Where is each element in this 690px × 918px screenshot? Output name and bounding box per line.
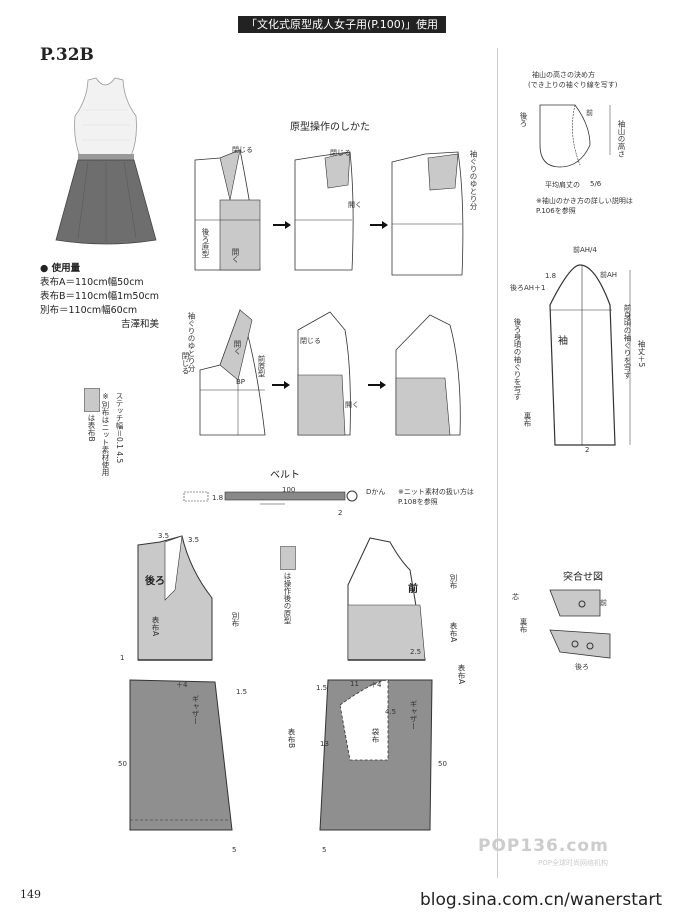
label-close: 閉じる: [232, 146, 253, 154]
designer-name: 吉澤和美: [120, 319, 159, 330]
dim-1-8: 1.8: [545, 272, 557, 280]
label-back: 後ろ: [145, 576, 165, 587]
label-fabric-a: 表布A: [151, 616, 160, 637]
label-open: 開く: [345, 401, 359, 409]
label-close: 閉じる: [330, 149, 351, 157]
label-copy-back: 後ろ身頃の袖ぐりを写す: [513, 318, 522, 401]
label-back: 後ろ: [519, 112, 528, 127]
label-gather: ギャザー: [191, 695, 200, 725]
dim-4-5: 4.5: [385, 708, 397, 716]
dim-5: 5: [322, 846, 327, 854]
usage-block: ● 使用量 表布A＝110cm幅50cm 表布B＝110cm幅1m50cm 別布…: [40, 262, 159, 332]
label-d-ring: Dかん: [366, 488, 386, 496]
label-back-base: 後ろ原型: [201, 228, 210, 258]
label-open: 開く: [233, 340, 242, 355]
column-divider: [497, 48, 498, 878]
sleeve-height-sub: (でき上りの袖ぐり線を写す): [528, 81, 618, 89]
label-fabric-a: 表布A: [457, 664, 466, 685]
page-number: 149: [20, 888, 41, 901]
dim-1-5: 1.5: [316, 684, 328, 692]
label-front: 前: [600, 599, 607, 607]
front-pattern-diagram: [319, 537, 433, 831]
label-front-ah: 前AH: [600, 271, 618, 279]
label-lining: 裏布: [519, 618, 528, 633]
dim-2: 2: [338, 509, 343, 517]
header-banner: 「文化式原型成人女子用(P.100)」使用: [238, 16, 446, 33]
dress-photo: [55, 77, 157, 245]
section-title-assembly: 突合せ図: [563, 572, 603, 583]
usage-line: 別布＝110cm幅60cm: [40, 305, 138, 316]
dim-11: 11: [350, 680, 359, 688]
sleeve-height-diagram: [539, 104, 611, 168]
dim-3-5: 3.5: [188, 536, 200, 544]
usage-heading: ● 使用量: [40, 263, 81, 274]
back-pattern-diagram: [129, 535, 233, 831]
dim-1-5: 1.5: [236, 688, 248, 696]
label-fabric-b: 表布B: [287, 728, 296, 749]
label-close: 閉じる: [181, 352, 190, 375]
label-open: 開く: [348, 201, 362, 209]
dim-3-5: 3.5: [158, 532, 170, 540]
watermark-logo: POP136.com: [478, 836, 609, 856]
belt-diagram: [183, 490, 358, 505]
frac-five-sixths: 5/6: [590, 180, 602, 188]
dim-1-8: 1.8: [212, 494, 224, 502]
sleeve-ref-note: ※袖山のかき方の詳しい説明はP.106を参照: [536, 197, 633, 215]
label-sleeve: 袖: [558, 336, 568, 347]
dim-2: 2: [585, 446, 590, 454]
label-open: 開く: [231, 248, 240, 263]
label-bp: BP: [236, 378, 246, 386]
label-front: 前: [408, 584, 418, 595]
label-fabric-a: 表布A: [449, 622, 458, 643]
usage-line: 表布B＝110cm幅1m50cm: [40, 291, 159, 302]
label-lining: 裏布: [523, 412, 532, 427]
legend-fabric-b-text: は表布B: [87, 414, 96, 442]
dim-2-5: 2.5: [410, 648, 422, 656]
dim-1: 1: [120, 654, 125, 662]
label-gather: ギャザー: [409, 700, 418, 730]
dim-50: 50: [438, 760, 447, 768]
section-title-manipulation: 原型操作のしかた: [290, 122, 370, 133]
section-title-belt: ベルト: [270, 470, 300, 481]
label-armhole-ease-front: 袖ぐりのゆとり分: [187, 312, 196, 372]
sleeve-height-title: 袖山の高さの決め方: [532, 71, 595, 79]
sleeve-pattern-diagram: [549, 264, 631, 446]
label-close: 閉じる: [300, 337, 321, 345]
label-core: 芯: [512, 593, 519, 601]
label-front-base: 前原型: [257, 355, 266, 378]
legend-after-text: は操作後の原型: [283, 572, 292, 625]
usage-line: 表布A＝110cm幅50cm: [40, 277, 144, 288]
label-sleeve-length: 袖丈＋5: [637, 340, 646, 368]
avg-shoulder-label: 平均肩丈の: [545, 181, 580, 189]
dim-100: 100: [282, 486, 296, 494]
label-back-ah: 後ろAH＋1: [510, 284, 546, 292]
label-copy-front: 前身頃の袖ぐりを写す: [623, 304, 632, 379]
label-armhole-ease: 袖ぐりのゆとり分: [469, 150, 478, 210]
knit-note: ※別布はニット素材使用: [101, 392, 110, 476]
legend-swatch-fabric-b: [84, 388, 100, 412]
blog-url: blog.sina.com.cn/wanerstart: [420, 890, 662, 910]
front-manipulation-diagram: [199, 308, 461, 436]
dim-13: 13: [320, 740, 329, 748]
label-betsu: 別布: [231, 612, 240, 627]
label-back: 後ろ: [575, 663, 589, 671]
dim-plus4: ＋4: [176, 681, 188, 689]
label-sleeve-height: 袖山の高さ: [617, 120, 626, 158]
knit-ref-note: ※ニット素材の扱い方はP.108を参照: [398, 488, 474, 506]
label-pocket: 袋布: [371, 728, 380, 743]
watermark-sub: POP全球时尚网络机构: [538, 859, 608, 867]
page-id: P.32B: [40, 45, 94, 65]
back-manipulation-diagram: [194, 149, 464, 276]
dim-plus4: ＋4: [370, 681, 382, 689]
assembly-diagram: [549, 589, 611, 659]
stitch-width-note: ステッチ幅＝0.1 4.5: [115, 392, 124, 464]
label-front: 前: [586, 109, 593, 117]
dim-50: 50: [118, 760, 127, 768]
label-front-ah-quarter: 前AH/4: [573, 246, 597, 254]
label-betsu: 別布: [449, 574, 458, 589]
dim-5: 5: [232, 846, 237, 854]
legend-swatch-after: [280, 546, 296, 570]
